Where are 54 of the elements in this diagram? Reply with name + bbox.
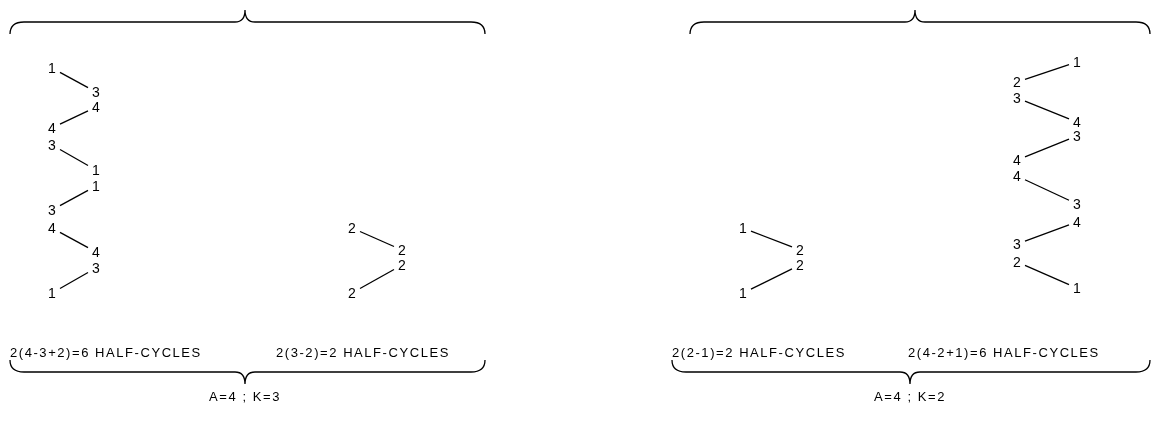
connector-line (359, 230, 395, 248)
formula-label: 2(2-1)=2 HALF-CYCLES (672, 346, 846, 359)
connector-line (59, 148, 89, 167)
connector-line (750, 230, 793, 248)
parameter-label: A=4 ; K=2 (874, 390, 946, 403)
connector-line (59, 231, 89, 249)
number-label: 2 (1011, 74, 1023, 90)
connector-line (59, 110, 89, 125)
number-label: 1 (46, 285, 58, 301)
number-label: 3 (1011, 236, 1023, 252)
number-label: 2 (396, 257, 408, 273)
number-label: 4 (90, 99, 102, 115)
connector-line (1024, 64, 1070, 80)
number-label: 1 (737, 220, 749, 236)
number-label: 3 (46, 137, 58, 153)
number-label: 1 (1071, 54, 1083, 70)
connector-line (1024, 224, 1070, 242)
connector-line (359, 268, 395, 290)
number-label: 3 (1071, 128, 1083, 144)
number-label: 2 (396, 242, 408, 258)
connector-line (1024, 264, 1070, 286)
number-label: 1 (1071, 280, 1083, 296)
connector-line (1024, 100, 1070, 120)
connector-line (59, 71, 89, 89)
number-label: 2 (346, 220, 358, 236)
number-label: 2 (346, 285, 358, 301)
number-label: 1 (90, 162, 102, 178)
number-label: 2 (794, 242, 806, 258)
connector-line (750, 268, 793, 290)
number-label: 4 (1011, 168, 1023, 184)
connector-line (1024, 138, 1070, 158)
number-label: 3 (1071, 196, 1083, 212)
number-label: 3 (90, 260, 102, 276)
number-label: 1 (90, 178, 102, 194)
number-label: 2 (1011, 254, 1023, 270)
number-label: 4 (90, 244, 102, 260)
number-label: 4 (1071, 214, 1083, 230)
number-label: 2 (794, 257, 806, 273)
connector-line (59, 271, 89, 290)
number-label: 1 (737, 285, 749, 301)
formula-label: 2(4-3+2)=6 HALF-CYCLES (10, 346, 202, 359)
number-label: 4 (46, 120, 58, 136)
parameter-label: A=4 ; K=3 (209, 390, 281, 403)
formula-label: 2(4-2+1)=6 HALF-CYCLES (908, 346, 1100, 359)
number-label: 4 (1071, 114, 1083, 130)
number-label: 3 (46, 202, 58, 218)
number-label: 3 (1011, 90, 1023, 106)
number-label: 1 (46, 60, 58, 76)
number-label: 4 (46, 220, 58, 236)
number-label: 3 (90, 84, 102, 100)
formula-label: 2(3-2)=2 HALF-CYCLES (276, 346, 450, 359)
connector-line (1024, 179, 1070, 201)
connector-line (59, 189, 89, 207)
number-label: 4 (1011, 152, 1023, 168)
